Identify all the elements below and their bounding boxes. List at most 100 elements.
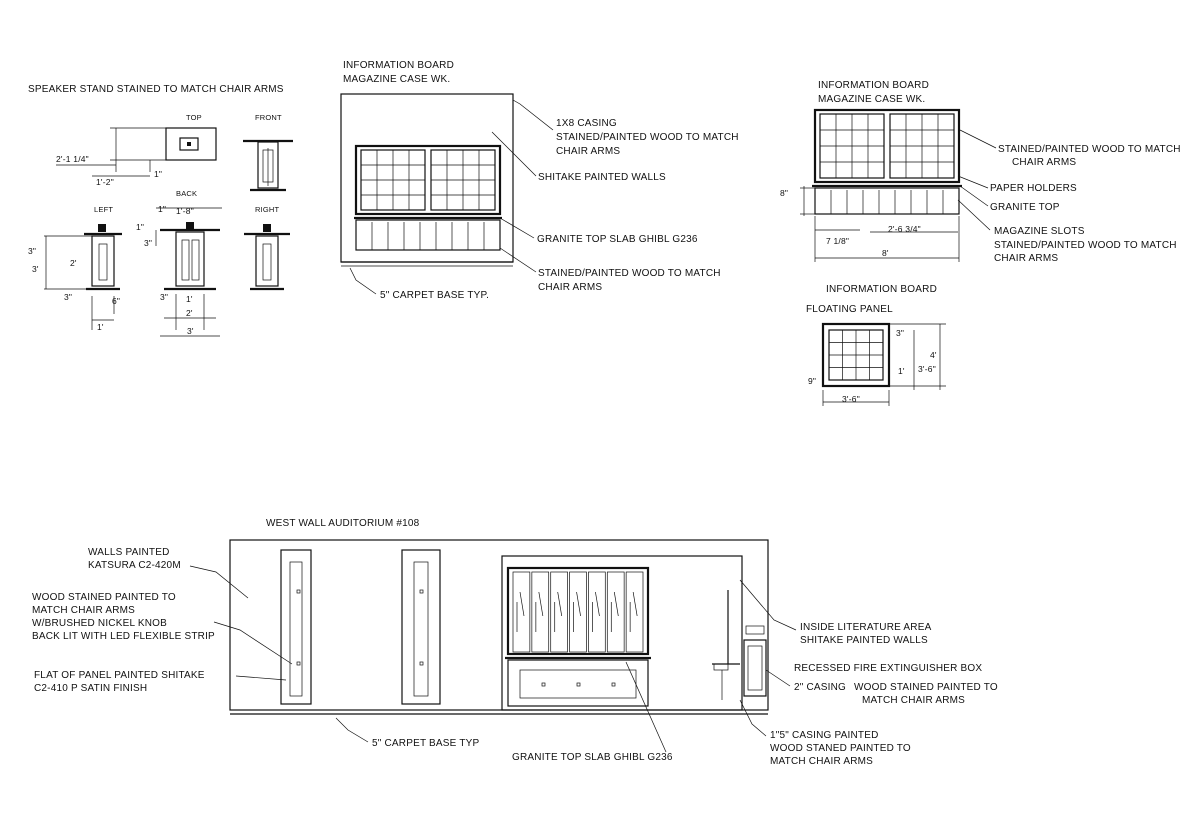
dim-back-overall: 3'	[187, 326, 194, 336]
floating-panel-dim-mid: 3'-6"	[918, 364, 936, 374]
info-board-1-note-base: 5" CARPET BASE TYP.	[380, 290, 489, 301]
dim-back-edge: 1"	[136, 222, 144, 232]
west-wall-note-flat-2: C2-410 P SATIN FINISH	[34, 683, 147, 694]
floating-panel-dim-top: 3"	[896, 328, 904, 338]
floating-panel-dim-overall: 4'	[930, 350, 937, 360]
info-board-2-note-stained-2: CHAIR ARMS	[1012, 157, 1076, 168]
mullion-line	[519, 591, 525, 617]
view-label-top: TOP	[186, 113, 202, 122]
mullion-line	[557, 591, 563, 617]
info-board-1-casing	[354, 144, 502, 216]
info-board-elevation-2: INFORMATION BOARD MAGAZINE CASE WK. 8" 7…	[780, 80, 1181, 264]
west-wall-elevation: WEST WALL AUDITORIUM #108 WALL	[32, 518, 998, 767]
info-board-1-note-casing-1: 1X8 CASING	[556, 118, 617, 129]
cabinet-door	[512, 571, 531, 653]
west-wall-note-inside-2: SHITAKE PAINTED WALLS	[800, 635, 928, 646]
floating-panel-title-line2: FLOATING PANEL	[806, 304, 893, 315]
west-wall-note-walls-2: KATSURA C2-420M	[88, 560, 181, 571]
info-board-1-note-wood-2: CHAIR ARMS	[538, 282, 602, 293]
info-board-2-dim-height: 8"	[780, 188, 788, 198]
view-label-front: FRONT	[255, 113, 282, 122]
info-board-2-base	[814, 187, 960, 215]
wall-panel-2	[401, 549, 441, 705]
view-label-left: LEFT	[94, 205, 113, 214]
west-wall-note-walls-1: WALLS PAINTED	[88, 547, 170, 558]
west-wall-note-casing-b: WOOD STAINED PAINTED TO	[854, 682, 998, 693]
dim-top-width: 2'-1 1/4"	[56, 154, 89, 164]
info-board-1-title-line1: INFORMATION BOARD	[343, 60, 454, 71]
west-wall-note-casing-c: MATCH CHAIR ARMS	[862, 695, 965, 706]
info-board-1-wall	[340, 93, 514, 263]
info-board-2-note-stained-1: STAINED/PAINTED WOOD TO MATCH	[998, 144, 1181, 155]
cabinet-door	[569, 571, 587, 653]
front-view-body	[257, 141, 279, 189]
info-board-elevation-1: INFORMATION BOARD MAGAZINE CASE WK. 1X8 …	[340, 60, 738, 301]
speaker-stand-title: SPEAKER STAND STAINED TO MATCH CHAIR ARM…	[28, 84, 284, 95]
floating-panel-dim-width: 3'-6"	[842, 394, 860, 404]
dim-back-left2: 3"	[160, 292, 168, 302]
info-board-1-note-casing-3: CHAIR ARMS	[556, 146, 620, 157]
info-board-2-note-stained2-2: CHAIR ARMS	[994, 253, 1058, 264]
mullion-line	[538, 591, 544, 617]
west-wall-note-fire: RECESSED FIRE EXTINGUISHER BOX	[794, 663, 982, 674]
literature-base-cabinet	[507, 659, 649, 707]
info-board-1-base-cabinet	[355, 219, 501, 251]
floating-panel-dim-bottom-left: 9"	[808, 376, 816, 386]
info-board-2-title-line2: MAGAZINE CASE WK.	[818, 94, 925, 105]
mullion-line	[632, 591, 638, 617]
dim-back-top-width: 1'-8"	[176, 206, 194, 216]
mullion-line	[576, 591, 581, 617]
literature-area-opening	[501, 555, 743, 711]
view-label-right: RIGHT	[255, 205, 280, 214]
west-wall-note-wood-2: MATCH CHAIR ARMS	[32, 605, 135, 616]
speaker-stand-detail: SPEAKER STAND STAINED TO MATCH CHAIR ARM…	[28, 84, 293, 337]
top-view-inner	[179, 137, 199, 151]
west-wall-note-casing-a: 2" CASING	[794, 682, 846, 693]
west-wall-note-casing15-3: MATCH CHAIR ARMS	[770, 756, 873, 767]
info-board-2-note-stained2-1: STAINED/PAINTED WOOD TO MATCH	[994, 240, 1177, 251]
west-wall-note-base: 5" CARPET BASE TYP	[372, 738, 480, 749]
west-wall-note-casing15-1: 1"5" CASING PAINTED	[770, 730, 879, 741]
fire-extinguisher-box	[743, 639, 767, 697]
dim-left-base: 1'	[97, 322, 104, 332]
info-board-2-title-line1: INFORMATION BOARD	[818, 80, 929, 91]
dim-back-top: 1"	[158, 204, 166, 214]
dim-back-col: 1'	[186, 294, 193, 304]
info-board-1-note-granite: GRANITE TOP SLAB GHIBL G236	[537, 234, 698, 245]
dim-back-mid: 2'	[186, 308, 193, 318]
info-board-2-dim-overall: 8'	[882, 248, 889, 258]
wall-panel-1	[280, 549, 312, 705]
west-wall-note-granite: GRANITE TOP SLAB GHIBL G236	[512, 752, 673, 763]
floating-panel-elevation: INFORMATION BOARD FLOATING PANEL 3" 3'-6…	[806, 284, 946, 406]
west-wall-note-casing15-2: WOOD STANED PAINTED TO	[770, 743, 911, 754]
floating-panel-title-line1: INFORMATION BOARD	[826, 284, 937, 295]
info-board-1-note-walls: SHITAKE PAINTED WALLS	[538, 172, 666, 183]
west-wall-note-wood-3: W/BRUSHED NICKEL KNOB	[32, 618, 167, 629]
cabinet-door	[625, 571, 644, 653]
west-wall-note-wood-4: BACK LIT WITH LED FLEXIBLE STRIP	[32, 631, 215, 642]
west-wall-note-wood-1: WOOD STAINED PAINTED TO	[32, 592, 176, 603]
info-board-2-casing	[813, 108, 961, 184]
back-view-body	[175, 231, 205, 287]
dim-left-top: 3"	[28, 246, 36, 256]
left-view-body	[91, 235, 115, 287]
floating-panel-dim-small: 1'	[898, 366, 905, 376]
info-board-2-note-paper: PAPER HOLDERS	[990, 183, 1077, 194]
info-board-2-dim-mid: 2'-6 3/4"	[888, 224, 921, 234]
dim-left-base-width: 6"	[112, 296, 120, 306]
dim-left-inner: 2'	[70, 258, 77, 268]
view-label-back: BACK	[176, 189, 197, 198]
dim-top-depth: 1'-2"	[96, 177, 114, 187]
mullion-line	[613, 591, 619, 617]
info-board-2-note-slots: MAGAZINE SLOTS	[994, 226, 1085, 237]
info-board-1-note-wood-1: STAINED/PAINTED WOOD TO MATCH	[538, 268, 721, 279]
info-board-2-note-granite: GRANITE TOP	[990, 202, 1060, 213]
cabinet-door	[550, 571, 568, 653]
mullion-line	[595, 591, 600, 617]
west-wall-note-flat-1: FLAT OF PANEL PAINTED SHITAKE	[34, 670, 205, 681]
cabinet-door	[588, 571, 606, 653]
right-view-body	[255, 235, 279, 287]
floating-panel-frame	[821, 322, 891, 388]
dim-left-mid: 3'	[32, 264, 39, 274]
